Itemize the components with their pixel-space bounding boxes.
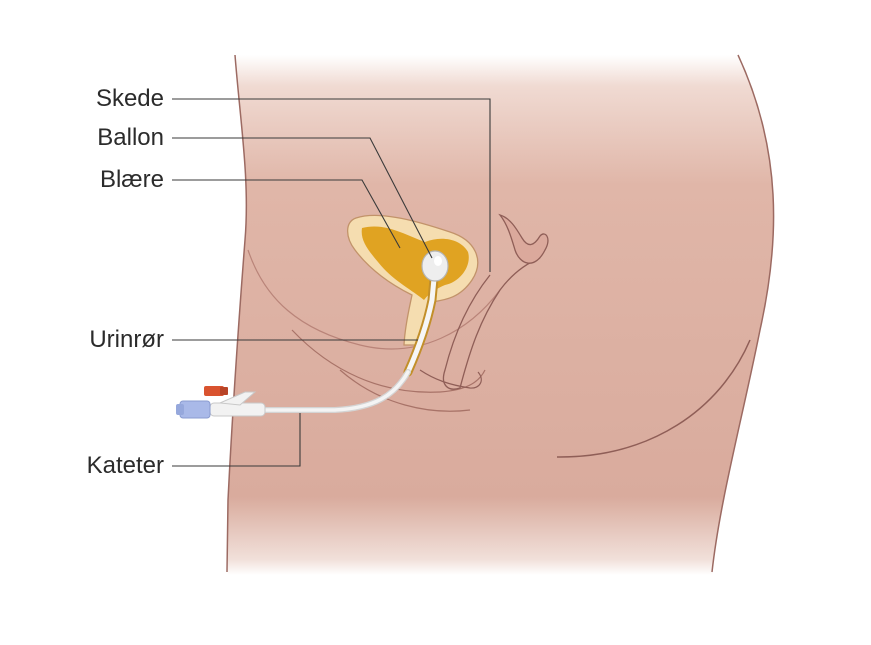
leader-line-catheter bbox=[172, 413, 301, 467]
body-silhouette bbox=[228, 55, 774, 575]
catheter-hub bbox=[176, 386, 266, 419]
vagina-outline bbox=[442, 257, 541, 390]
bladder-fill bbox=[361, 226, 469, 300]
balloon-highlight bbox=[434, 256, 442, 266]
buttock-crease bbox=[556, 339, 751, 458]
body-right-edge bbox=[711, 54, 775, 573]
pelvic-line-1 bbox=[247, 249, 501, 350]
uterus-outline bbox=[498, 213, 549, 264]
pelvic-line-2 bbox=[291, 329, 486, 393]
label-bladder: Blære bbox=[99, 166, 164, 193]
label-vagina: Skede bbox=[95, 85, 164, 112]
leader-line-vagina bbox=[172, 98, 491, 272]
catheter-tube-core bbox=[260, 370, 410, 412]
rectum-outline bbox=[419, 369, 482, 389]
body-left-edge bbox=[226, 54, 248, 573]
balloon-shape bbox=[421, 250, 449, 282]
pelvic-line-3 bbox=[339, 369, 471, 412]
leader-line-balloon bbox=[172, 137, 433, 259]
label-urethra: Urinrør bbox=[89, 326, 164, 353]
catheter-inner-core bbox=[405, 265, 438, 375]
leader-line-bladder bbox=[172, 179, 401, 249]
label-catheter: Kateter bbox=[86, 452, 164, 479]
label-balloon: Ballon bbox=[97, 124, 164, 151]
